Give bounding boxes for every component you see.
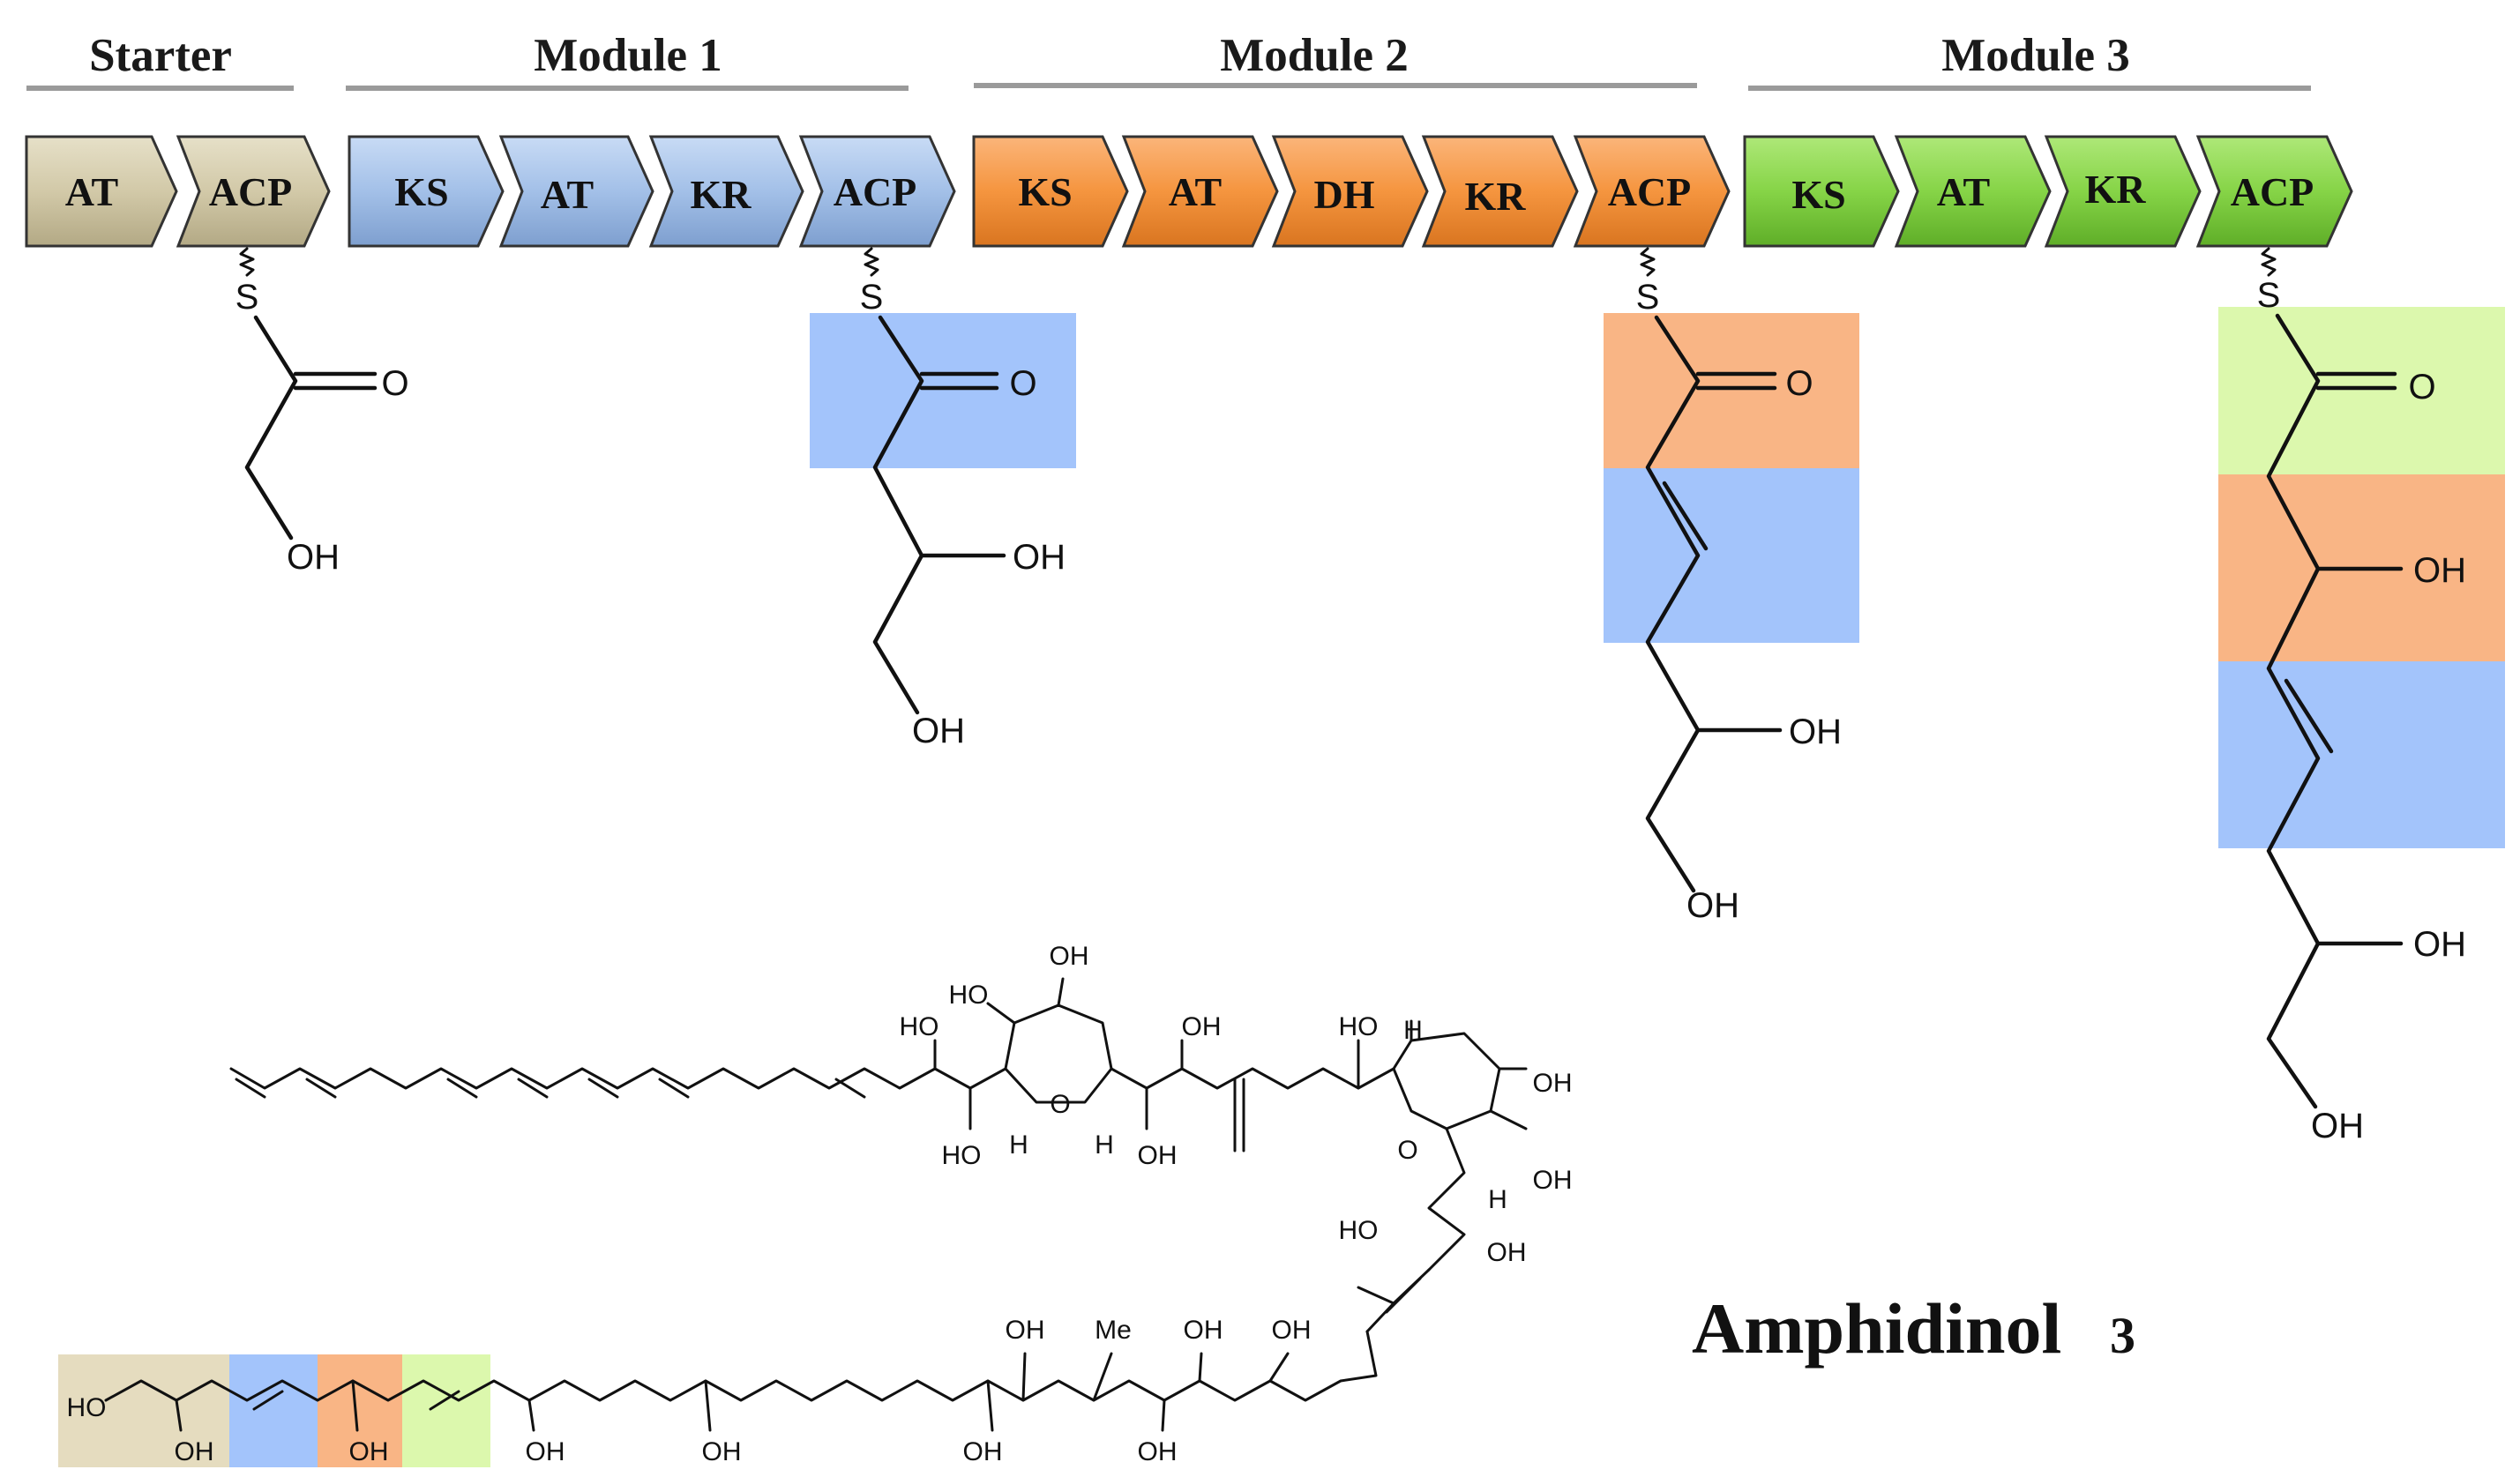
hydroxyl-label: OH — [1272, 1316, 1312, 1345]
domain-label: AT — [1169, 169, 1223, 214]
domain-m1-kr: KR — [648, 135, 804, 248]
hydroxyl-label: OH — [1013, 538, 1066, 577]
hydroxyl-label: OH — [963, 1437, 1003, 1466]
hydroxyl-label: OH — [1789, 712, 1842, 751]
amphidinol-lower-chain: HO OH OH OH OH OH OH Me OH OH OH — [67, 1316, 1378, 1466]
hydroxyl-label: OH — [1487, 1238, 1527, 1267]
hydroxyl-label: OH — [702, 1437, 742, 1466]
domain-label: AT — [65, 169, 119, 214]
oxygen-atom: O — [1009, 364, 1036, 403]
hydroxyl-label: OH — [526, 1437, 565, 1466]
hydroxyl-label: OH — [2413, 551, 2466, 590]
compound-title: Amphidinol 3 — [1692, 1288, 2135, 1369]
hydroxyl-label: OH — [287, 538, 340, 577]
domain-label: ACP — [2231, 169, 2314, 214]
oxygen-atom: O — [2408, 368, 2435, 407]
domain-label: ACP — [209, 169, 293, 214]
sulfur-atom: S — [860, 278, 884, 317]
hydroxyl-label: OH — [1533, 1069, 1573, 1098]
highlight-blue-chain — [229, 1354, 318, 1467]
amphidinol-upper-chain: HO HO O HO OH H H OH OH HO O H OH OH H H… — [229, 942, 1573, 1333]
hydroxyl-label: HO — [67, 1393, 107, 1422]
hydroxyl-label: HO — [949, 981, 989, 1010]
domain-label: ACP — [1608, 169, 1692, 214]
domain-label: KS — [394, 169, 448, 214]
highlight-blue-m2 — [1604, 468, 1859, 643]
hydroxyl-label: OH — [1182, 1012, 1222, 1041]
sulfur-atom: S — [2257, 276, 2281, 315]
module-label-2: Module 2 — [1220, 30, 1408, 81]
hydroxyl-label: HO — [1339, 1012, 1379, 1041]
highlight-orange-m2 — [1604, 313, 1859, 468]
domain-m2-acp: ACP — [1573, 135, 1731, 248]
oxygen-atom: O — [381, 364, 408, 403]
hydroxyl-label: HO — [1339, 1216, 1379, 1245]
domain-starter-acp: ACP — [176, 135, 331, 248]
highlight-blue-m3 — [2218, 661, 2505, 848]
domain-label: ACP — [834, 169, 917, 214]
domain-starter-at: AT — [25, 135, 178, 248]
hydroxyl-label: OH — [1050, 942, 1089, 971]
hydroxyl-label: OH — [175, 1437, 214, 1466]
highlight-blue-m1 — [810, 313, 1076, 468]
intermediate-module3: S O OH OH OH — [2257, 247, 2466, 1145]
domain-m3-acp: ACP — [2195, 135, 2353, 248]
domain-m1-ks: KS — [348, 135, 505, 248]
domain-m2-ks: KS — [972, 135, 1129, 248]
domain-m3-kr: KR — [2044, 135, 2202, 248]
hydrogen-label: H — [1095, 1130, 1114, 1160]
domain-m2-at: AT — [1121, 135, 1279, 248]
domain-label: KS — [1018, 169, 1072, 214]
domain-m3-ks: KS — [1743, 135, 1900, 248]
domain-label: AT — [541, 172, 594, 217]
domain-label: AT — [1937, 169, 1991, 214]
highlight-green-chain — [402, 1354, 490, 1467]
domain-label: KR — [691, 172, 752, 217]
sulfur-atom: S — [1636, 278, 1660, 317]
highlight-green-m3 — [2218, 307, 2505, 474]
hydroxyl-label: OH — [2311, 1107, 2364, 1145]
domain-m3-at: AT — [1894, 135, 2052, 248]
hydroxyl-label: OH — [1006, 1316, 1045, 1345]
hydrogen-label: H — [1009, 1130, 1028, 1160]
module-label-3: Module 3 — [1941, 30, 2129, 81]
oxygen-atom: O — [1397, 1136, 1417, 1165]
hydrogen-label: H — [1488, 1185, 1507, 1214]
highlight-orange-chain — [318, 1354, 402, 1467]
domain-label: DH — [1314, 172, 1375, 217]
hydroxyl-label: HO — [900, 1012, 939, 1041]
module-label-starter: Starter — [89, 30, 232, 81]
domain-label: KR — [1465, 174, 1527, 219]
oxygen-atom: O — [1050, 1090, 1070, 1119]
intermediate-module2: S O OH OH — [1636, 247, 1842, 925]
domain-label: KR — [2085, 167, 2147, 212]
hydrogen-label: H — [1403, 1016, 1423, 1045]
domain-m2-dh: DH — [1271, 135, 1429, 248]
methyl-label: Me — [1095, 1316, 1132, 1345]
hydroxyl-label: OH — [1686, 886, 1739, 925]
hydroxyl-label: OH — [1138, 1437, 1178, 1466]
hydroxyl-label: HO — [942, 1141, 982, 1170]
intermediate-starter: S O OH — [236, 247, 409, 577]
hydroxyl-label: OH — [1184, 1316, 1223, 1345]
hydroxyl-label: OH — [1533, 1166, 1573, 1195]
domain-m1-acp: ACP — [798, 135, 956, 248]
sulfur-atom: S — [236, 278, 259, 317]
hydroxyl-label: OH — [1138, 1141, 1178, 1170]
domain-m2-kr: KR — [1421, 135, 1579, 248]
intermediate-module1: S O OH OH — [860, 247, 1066, 750]
hydroxyl-label: OH — [912, 712, 965, 750]
highlight-beige-chain — [58, 1354, 229, 1467]
domain-m1-at: AT — [498, 135, 654, 248]
compound-name: Amphidinol — [1692, 1288, 2061, 1369]
oxygen-atom: O — [1785, 364, 1813, 403]
compound-number: 3 — [2110, 1307, 2135, 1364]
domain-label: KS — [1791, 172, 1845, 217]
hydroxyl-label: OH — [2413, 925, 2466, 964]
hydroxyl-label: OH — [349, 1437, 389, 1466]
module-label-1: Module 1 — [534, 30, 722, 81]
